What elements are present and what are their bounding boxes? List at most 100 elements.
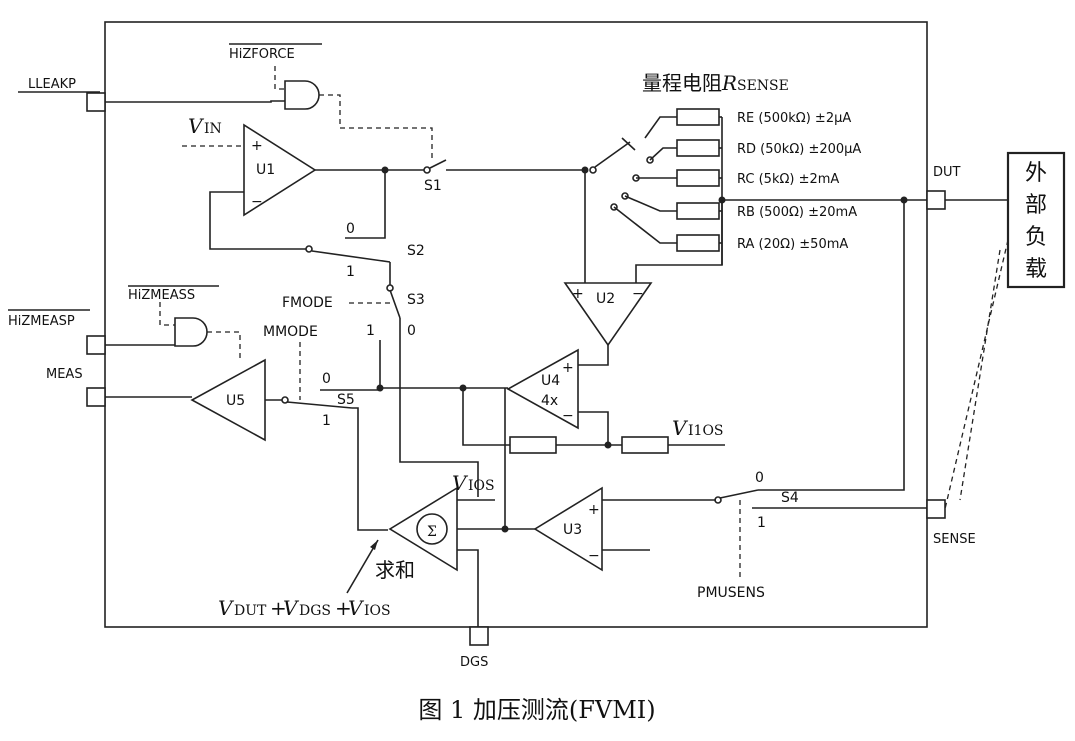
hizforce-label: HiZFORCE <box>229 47 295 62</box>
u1-feedback-wire <box>209 191 309 250</box>
vi1os-label: V I1OS <box>672 416 724 440</box>
svg-text:+: + <box>270 596 287 620</box>
svg-text:0: 0 <box>407 323 416 339</box>
amp-u2-label: U2 <box>596 291 615 307</box>
external-load-char-1: 外 <box>1025 161 1047 186</box>
pin-meas: MEAS <box>46 367 106 407</box>
range-resistor-rc-label: RC (5kΩ) ±2mA <box>737 172 839 187</box>
range-resistor-re: RE (500kΩ) ±2μA <box>644 108 851 139</box>
sense-to-load-wire <box>944 239 1009 510</box>
svg-text:+: + <box>572 286 584 302</box>
amp-u2: U2 + − <box>563 282 653 347</box>
amp-u3: U3 + − <box>533 486 603 572</box>
amp-u5-label: U5 <box>226 393 245 409</box>
svg-text:V: V <box>283 596 300 620</box>
hizmeass-label: HiZMEASS <box>128 288 195 303</box>
switch-s5-label: S5 <box>337 392 355 408</box>
vin-label: V IN <box>188 114 222 138</box>
amp-u1: U1 + − <box>243 123 317 217</box>
hizforce-input-wire <box>274 66 285 90</box>
svg-text:DGS: DGS <box>299 603 331 619</box>
svg-text:SENSE: SENSE <box>737 78 789 94</box>
range-resistor-rb-label: RB (500Ω) ±20mA <box>737 205 857 220</box>
range-resistor-title: 量程电阻 R SENSE <box>642 71 789 95</box>
sum-equation: V DUT + V DGS + V IOS <box>218 596 391 620</box>
pin-lleakp-label: LLEAKP <box>28 77 76 92</box>
s1-zero-wire <box>345 170 386 239</box>
pin-dgs-label: DGS <box>460 655 488 670</box>
svg-text:R: R <box>721 71 737 95</box>
amp-u5: U5 <box>190 358 266 442</box>
svg-text:+: + <box>251 138 263 154</box>
amp-u4-label: U4 <box>541 373 560 389</box>
hizmeass-and-gate: HiZMEASS <box>105 285 241 360</box>
pin-meas-label: MEAS <box>46 367 83 382</box>
sum-symbol: Σ <box>427 524 437 540</box>
svg-text:I1OS: I1OS <box>688 423 724 439</box>
amp-u4: U4 4x + − <box>506 348 579 430</box>
svg-text:+: + <box>588 502 600 518</box>
hizforce-and-gate: HiZFORCE <box>229 43 322 110</box>
svg-text:1: 1 <box>757 515 766 531</box>
pin-lleakp: LLEAKP <box>18 77 106 112</box>
range-resistor-re-label: RE (500kΩ) ±2μA <box>737 111 851 126</box>
mmode-label: MMODE <box>263 324 318 340</box>
vi1os-resistor <box>621 436 669 454</box>
pin-sense: SENSE <box>926 499 976 547</box>
pmusens-label: PMUSENS <box>697 585 765 601</box>
chip-boundary <box>104 21 928 628</box>
svg-text:V: V <box>452 471 469 495</box>
range-resistor-rd: RD (50kΩ) ±200μA <box>649 139 861 161</box>
u4-feedback-resistor <box>509 436 557 454</box>
range-resistor-rd-label: RD (50kΩ) ±200μA <box>737 142 861 157</box>
svg-text:−: − <box>632 286 644 302</box>
svg-text:1: 1 <box>366 323 375 339</box>
svg-text:1: 1 <box>322 413 331 429</box>
switch-s5: S5 0 1 <box>286 371 388 531</box>
range-switch <box>589 137 654 211</box>
hizforce-out-wire <box>319 94 433 158</box>
switch-s3-label: S3 <box>407 292 425 308</box>
range-resistor-rc: RC (5kΩ) ±2mA <box>636 169 839 187</box>
pin-dut-label: DUT <box>933 165 961 180</box>
amp-u1-label: U1 <box>256 162 275 178</box>
external-load-char-4: 载 <box>1025 257 1047 282</box>
svg-text:+: + <box>335 596 352 620</box>
svg-text:+: + <box>562 360 574 376</box>
switch-s4: 0 1 S4 PMUSENS <box>697 200 927 601</box>
external-load-char-3: 负 <box>1025 225 1047 250</box>
svg-text:−: − <box>562 408 574 424</box>
pin-dgs: DGS <box>460 626 489 670</box>
sense-to-load-wire-2 <box>959 249 1001 501</box>
svg-text:−: − <box>251 194 263 210</box>
svg-text:0: 0 <box>755 470 764 486</box>
pin-hizmeasp-label: HiZMEASP <box>8 314 75 329</box>
sum-amplifier: Σ <box>388 486 458 572</box>
fmode-label: FMODE <box>282 295 333 311</box>
switch-s1-label: S1 <box>424 178 442 194</box>
range-resistor-rb: RB (500Ω) ±20mA <box>624 195 857 220</box>
s1-zero-label: 0 <box>346 221 355 237</box>
lleakp-wire <box>105 100 285 103</box>
switch-s3: FMODE S3 0 1 <box>282 284 479 497</box>
pin-hizmeasp: HiZMEASP <box>8 309 106 355</box>
switch-s1: S1 <box>423 159 585 194</box>
svg-text:V: V <box>348 596 365 620</box>
amp-u3-label: U3 <box>563 522 582 538</box>
external-load: 外 部 负 载 <box>1006 151 1066 289</box>
svg-text:V: V <box>218 596 235 620</box>
switch-s2-label: S2 <box>407 243 425 259</box>
svg-text:V: V <box>672 416 689 440</box>
svg-text:V: V <box>188 114 205 138</box>
svg-text:IN: IN <box>204 121 222 137</box>
svg-text:1: 1 <box>346 264 355 280</box>
pin-dut: DUT <box>926 165 961 210</box>
external-load-char-2: 部 <box>1025 193 1047 218</box>
switch-s2: S2 1 <box>311 243 425 285</box>
switch-s4-label: S4 <box>781 490 799 506</box>
figure-caption: 图 1 加压测流(FVMI) <box>418 696 655 724</box>
svg-text:DUT: DUT <box>234 603 267 619</box>
pin-sense-label: SENSE <box>933 532 976 547</box>
svg-text:0: 0 <box>322 371 331 387</box>
